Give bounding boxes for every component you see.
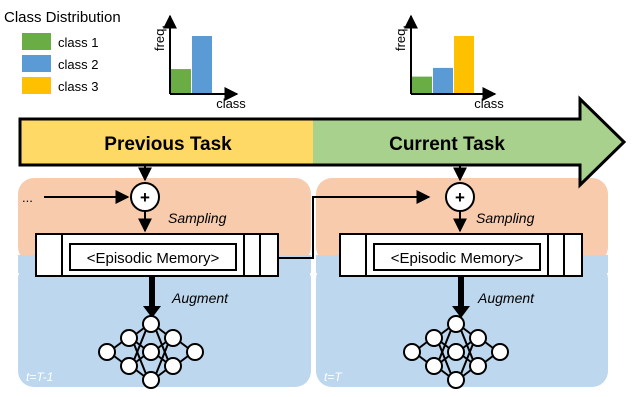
chart-previous-distribution: class freq. xyxy=(152,14,246,111)
left-input-ellipsis: ... xyxy=(22,190,33,205)
bar-1 xyxy=(412,76,432,94)
left-memory-label: <Episodic Memory> xyxy=(87,250,220,267)
x-axis-label: class xyxy=(216,96,246,111)
cross-task-memory-arrow xyxy=(278,190,431,259)
legend-title: Class Distribution xyxy=(4,9,121,26)
bar-3 xyxy=(454,36,474,94)
legend-label-2: class 2 xyxy=(58,57,98,72)
bar-2 xyxy=(192,36,212,94)
current-task-label: Current Task xyxy=(389,134,505,155)
right-augment-arrow-head xyxy=(452,306,470,318)
right-memory-label: <Episodic Memory> xyxy=(391,250,524,267)
bar-2 xyxy=(433,67,453,94)
left-memory-buffer: <Episodic Memory> xyxy=(35,233,279,277)
legend-swatch-3 xyxy=(22,77,51,94)
left-sampling-label: Sampling xyxy=(168,210,227,226)
legend-label-3: class 3 xyxy=(58,79,98,94)
right-memory-buffer: <Episodic Memory> xyxy=(339,233,583,277)
right-sampling-label: Sampling xyxy=(476,210,535,226)
left-plus-symbol: + xyxy=(140,188,150,207)
legend: class 1 class 2 class 3 xyxy=(22,33,98,94)
right-time-label: t=T xyxy=(324,370,343,384)
y-axis-label: freq. xyxy=(152,25,167,51)
previous-task-band xyxy=(20,119,313,165)
left-augment-arrow-head xyxy=(143,306,161,318)
left-augment-label: Augment xyxy=(171,290,229,306)
timeline-arrow-outline xyxy=(18,95,627,189)
x-axis-label: class xyxy=(474,96,504,111)
y-axis-label: freq. xyxy=(393,25,408,51)
right-augment-label: Augment xyxy=(477,290,535,306)
chart-current-distribution: class freq. xyxy=(393,14,504,111)
legend-label-1: class 1 xyxy=(58,35,98,50)
legend-swatch-2 xyxy=(22,55,51,72)
bar-1 xyxy=(171,69,191,94)
left-augment-panel xyxy=(18,263,311,387)
legend-swatch-1 xyxy=(22,33,51,50)
previous-task-label: Previous Task xyxy=(104,134,232,155)
left-time-label: t=T-1 xyxy=(26,370,53,384)
right-plus-symbol: + xyxy=(455,188,465,207)
